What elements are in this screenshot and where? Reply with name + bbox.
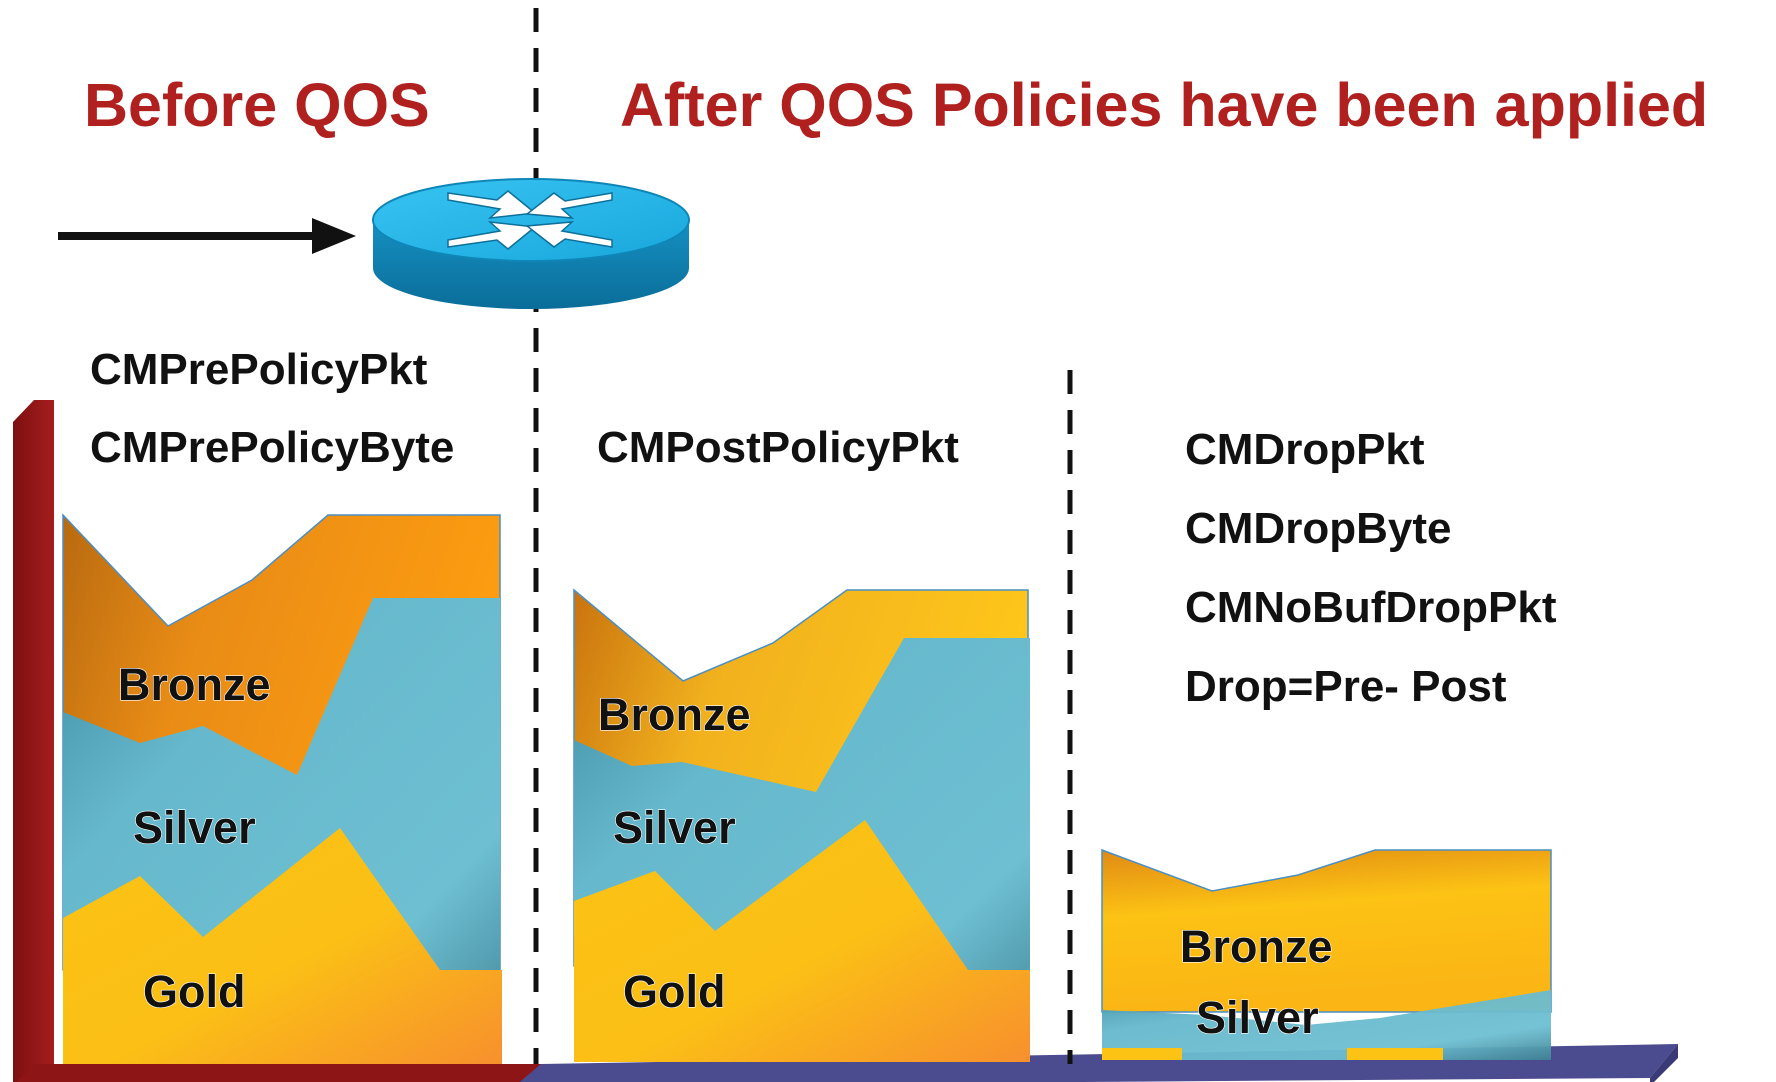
counter-post-pkt: CMPostPolicyPkt	[597, 423, 959, 472]
label-silver: Silver	[613, 802, 736, 853]
band-silver	[1102, 990, 1551, 1060]
label-bronze: Bronze	[1180, 921, 1333, 972]
band-gold	[63, 828, 502, 1064]
counter-drop-pkt: CMDropPkt	[1185, 425, 1425, 474]
counter-pre-byte: CMPrePolicyByte	[90, 423, 455, 472]
heading-before: Before QOS	[84, 71, 430, 139]
left-axis-floor	[16, 1064, 548, 1082]
arrow-right-icon	[58, 218, 356, 254]
panel-drop: Bronze Silver	[1101, 848, 1552, 1060]
band-bronze	[1101, 848, 1552, 1013]
gold-fragment	[1347, 1048, 1443, 1060]
gold-fragment	[1102, 1048, 1182, 1060]
router-icon	[372, 178, 690, 309]
band-gold	[574, 820, 1030, 1062]
label-silver: Silver	[1196, 992, 1319, 1043]
panel-before: Bronze Silver Gold	[62, 513, 502, 1064]
panel-after: Bronze Silver Gold	[573, 588, 1030, 1062]
heading-after: After QOS Policies have been applied	[620, 71, 1709, 139]
counter-drop-byte: CMDropByte	[1185, 504, 1452, 553]
left-axis-wall	[13, 400, 54, 1082]
counter-pre-pkt: CMPrePolicyPkt	[90, 345, 428, 394]
label-gold: Gold	[143, 966, 245, 1017]
label-bronze: Bronze	[118, 659, 271, 710]
counter-nobuf-drop-pkt: CMNoBufDropPkt	[1185, 583, 1557, 632]
right-axis-floor-edge	[1650, 1044, 1678, 1082]
label-silver: Silver	[133, 802, 256, 853]
label-bronze: Bronze	[598, 689, 751, 740]
drop-formula: Drop=Pre- Post	[1185, 662, 1507, 711]
label-gold: Gold	[623, 966, 725, 1017]
